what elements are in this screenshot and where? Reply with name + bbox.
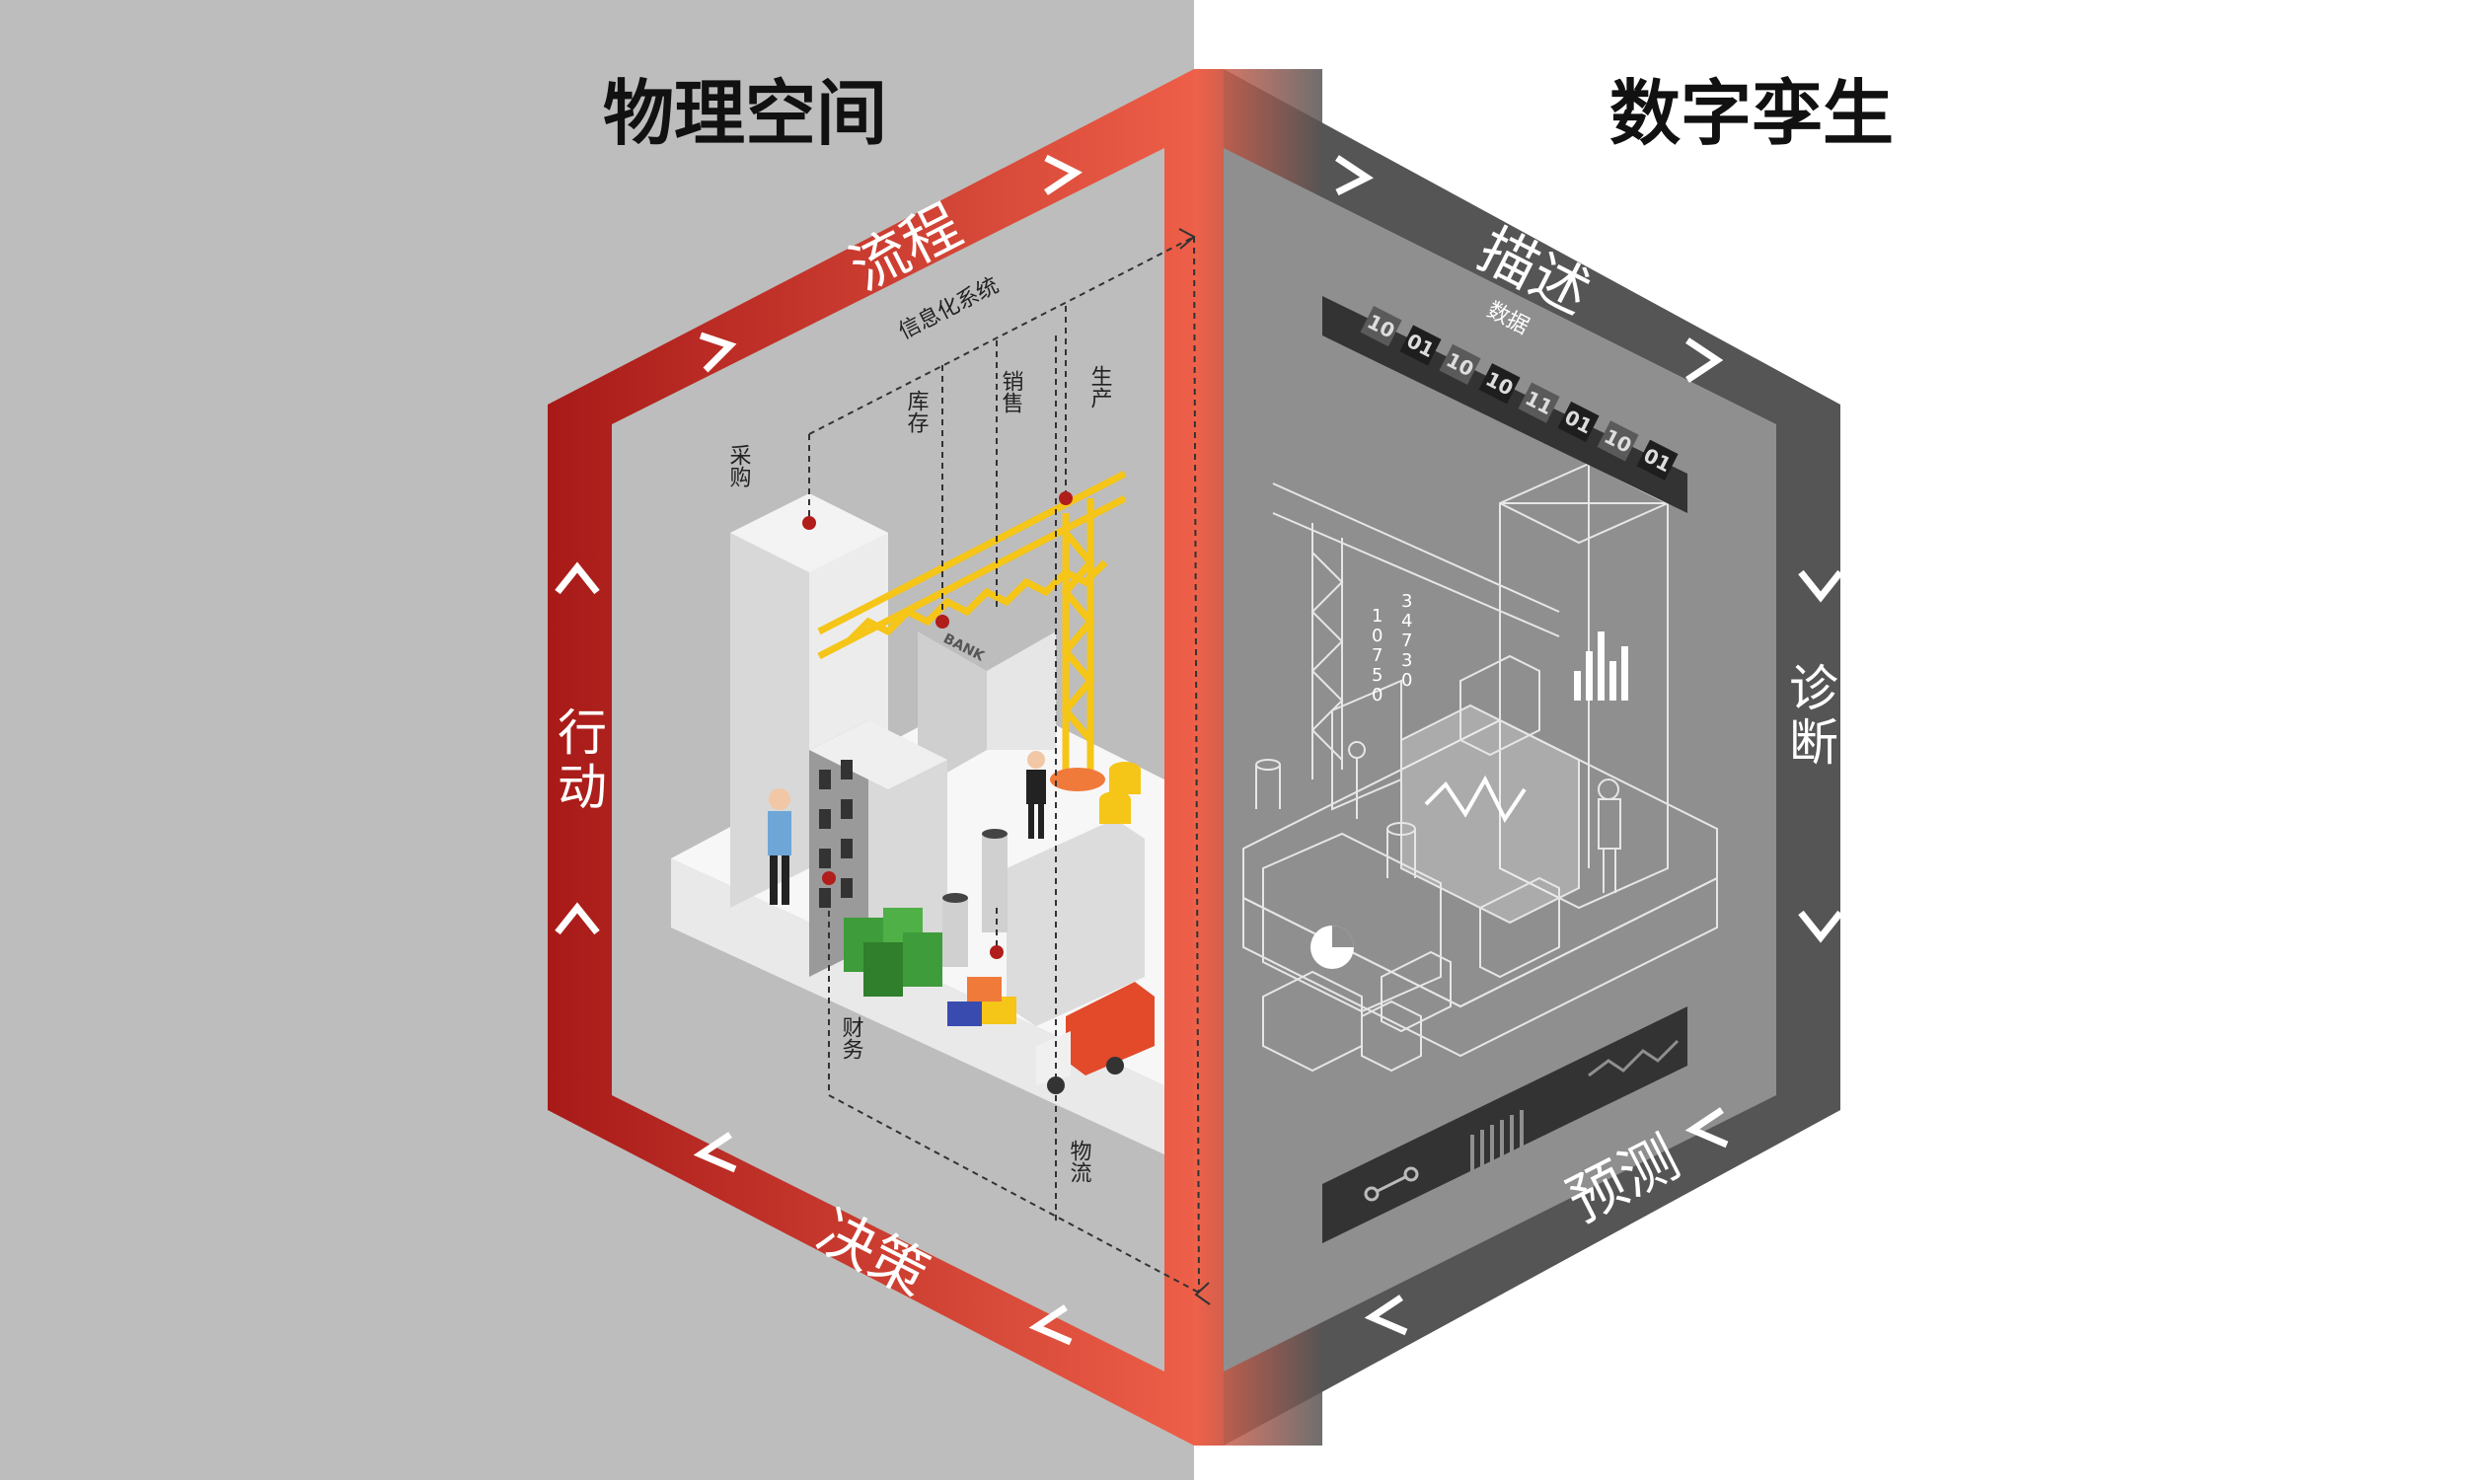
dept-inventory: 库存 xyxy=(904,390,930,433)
dept-sales: 销售 xyxy=(999,370,1024,413)
network-arrow-bottom xyxy=(1194,1282,1211,1305)
physical-space-heading: 物理空间 xyxy=(603,72,887,155)
person-man xyxy=(768,788,791,905)
dept-logistics: 物流 xyxy=(1067,1140,1092,1183)
ring-label-diagnose-text: 诊 xyxy=(1789,660,1838,717)
prediction-strip xyxy=(1322,1006,1687,1243)
tall-tower xyxy=(730,493,809,908)
ring-label-action-text: 行 xyxy=(558,705,607,762)
money-stacks xyxy=(844,908,942,997)
info-system-network xyxy=(808,236,1200,1294)
digital-twin-heading: 数字孪生 xyxy=(1609,72,1894,155)
screen-digit-4: 0 xyxy=(1372,685,1383,705)
volume-bars-glyph xyxy=(1470,1110,1524,1174)
binary-cell xyxy=(1518,382,1560,423)
stairs-block xyxy=(1007,819,1145,1026)
dept-production: 生产 xyxy=(1087,365,1113,408)
binary-cell xyxy=(1557,401,1600,443)
binary-cell xyxy=(1399,325,1442,366)
screen-digit-0: 1 xyxy=(1372,606,1383,627)
physical-city-scene: BANK xyxy=(671,470,1164,1154)
screen-digit-3: 5 xyxy=(1372,665,1383,686)
trend-line-glyph xyxy=(1588,1039,1680,1077)
binary-cell xyxy=(1439,343,1481,385)
network-nodes xyxy=(802,491,1073,959)
ring-label-action: 行 xyxy=(558,705,607,762)
person-woman xyxy=(1026,751,1046,839)
delivery-truck xyxy=(1036,982,1155,1094)
bar-chart-glyph xyxy=(1574,631,1628,701)
network-arrow-top xyxy=(1178,228,1196,250)
screen-digit-6: 4 xyxy=(1401,611,1412,631)
screen-digit-5: 3 xyxy=(1401,591,1412,612)
binary-cell xyxy=(1360,305,1402,347)
screen-digit-8: 3 xyxy=(1401,650,1412,671)
ring-label-diagnose-char2: 断 xyxy=(1789,714,1838,772)
ring-label-diagnose: 诊 xyxy=(1789,660,1838,717)
dept-finance: 财务 xyxy=(839,1016,864,1060)
gold-coins xyxy=(1099,762,1141,824)
cargo-boxes xyxy=(947,977,1016,1026)
right-ring-chevrons xyxy=(1335,155,1843,1336)
binary-cell xyxy=(1636,439,1679,481)
left-ring-chevrons xyxy=(555,154,1083,1346)
yellow-crane xyxy=(817,470,1127,779)
digital-wireframe-scene xyxy=(1242,462,1718,1073)
pie-chart-glyph xyxy=(1310,926,1354,969)
line-chart-glyph xyxy=(1424,775,1527,823)
screen-digit-9: 0 xyxy=(1401,670,1412,691)
screen-digit-1: 0 xyxy=(1372,626,1383,646)
ring-label-action-char2: 动 xyxy=(558,759,607,816)
dept-purchase: 采购 xyxy=(726,444,752,487)
binary-cell xyxy=(1478,363,1521,405)
binary-cell xyxy=(1597,420,1639,462)
screen-digit-7: 7 xyxy=(1401,631,1412,651)
screen-digits: 1 0 7 5 0 3 4 7 3 0 xyxy=(1372,591,1412,705)
department-labels: 采购 库存 销售 生产 财务 物流 xyxy=(726,365,1113,1183)
screen-digit-2: 7 xyxy=(1372,645,1383,666)
silos xyxy=(942,829,1008,967)
